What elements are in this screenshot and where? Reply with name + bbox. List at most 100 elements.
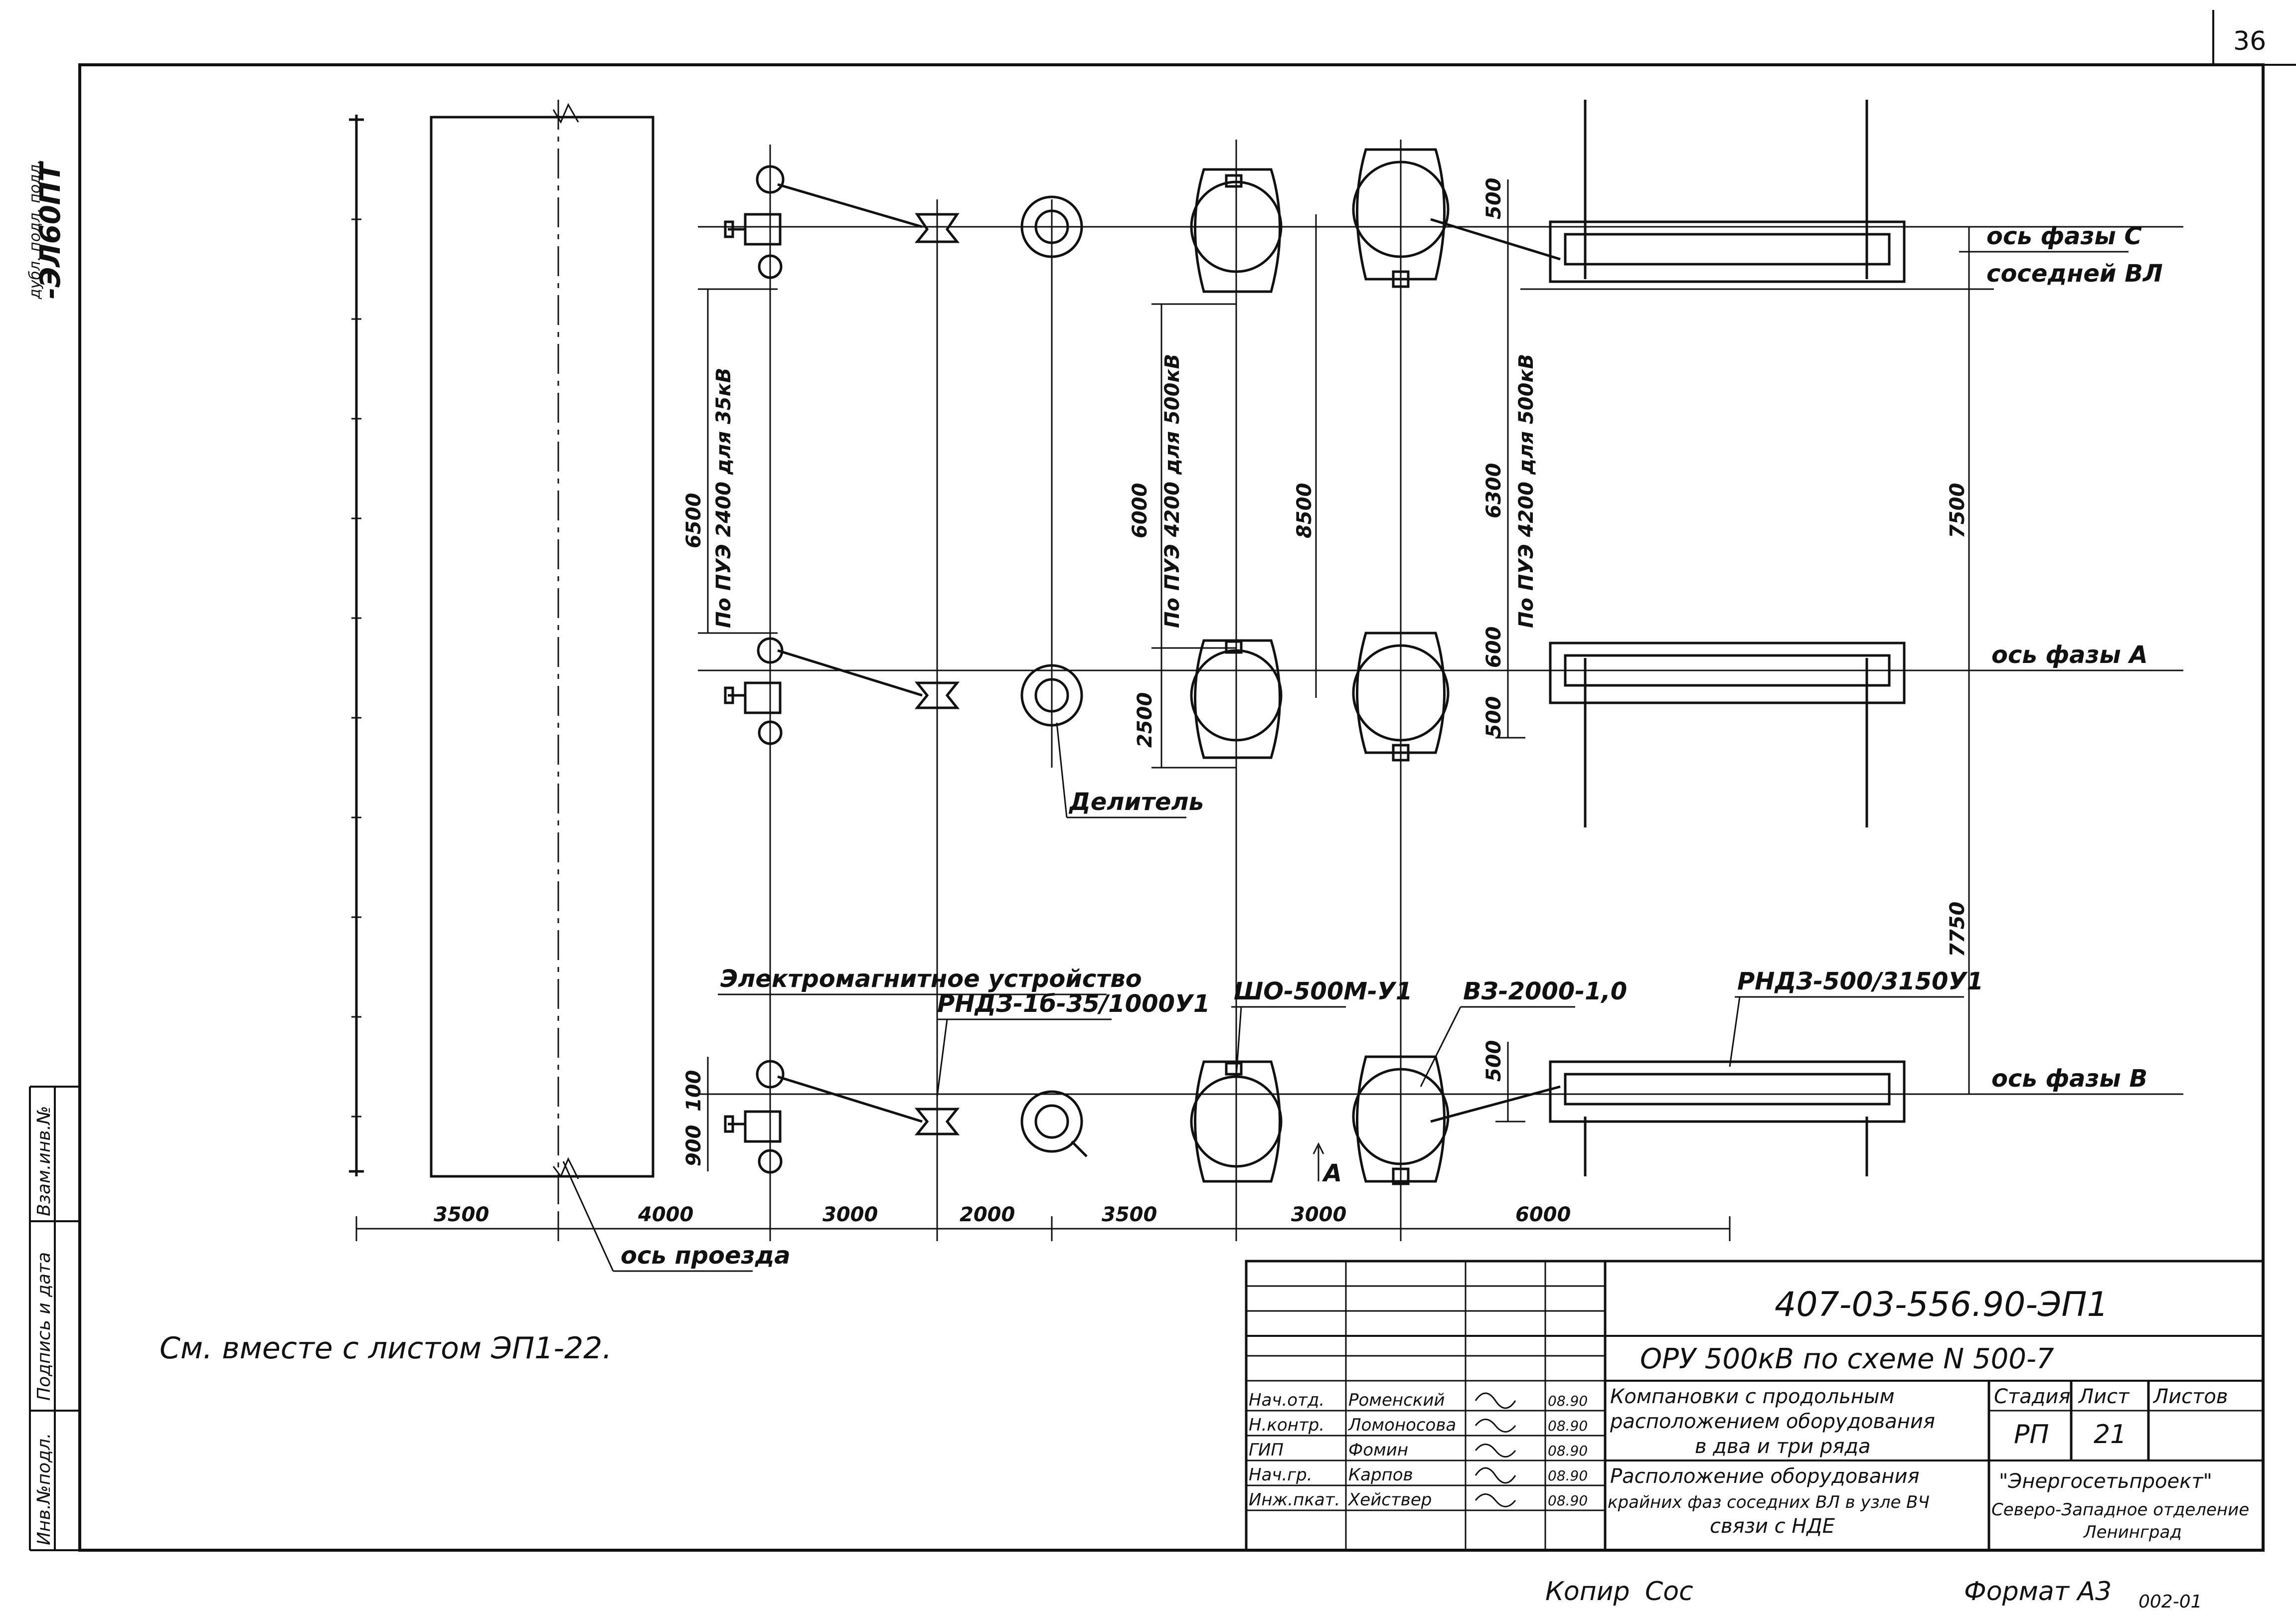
dim-3500-b: 3500 — [1102, 1203, 1157, 1226]
electromagnetic-device-a — [724, 637, 784, 745]
divider-c — [1020, 195, 1083, 258]
stamp-left: -ЭЛ60ПТ — [34, 161, 67, 299]
dim-600: 600 — [1482, 627, 1505, 668]
dim-500-a: 500 — [1482, 178, 1505, 220]
person-date: 08.90 — [1548, 1492, 1588, 1509]
label-phase-c-1: ось фазы С — [1986, 222, 2142, 250]
copy-label: Копир — [1545, 1577, 1630, 1607]
signature-rows: Нач.отд. Роменский 08.90 Н.контр. Ломоно… — [1249, 1390, 1588, 1510]
page-number: 36 — [2233, 26, 2266, 56]
person-name: Хействер — [1347, 1490, 1432, 1510]
label-os-proezda: ось проезда — [621, 1242, 791, 1270]
stage-value: РП — [2014, 1420, 2049, 1450]
barrier-sho-c — [1190, 168, 1283, 293]
label-phase-b: ось фазы В — [1991, 1065, 2147, 1093]
phase-axes — [698, 226, 2183, 1095]
label-view-a: А — [1321, 1159, 1342, 1187]
label-sho: ШО-500М-У1 — [1234, 977, 1412, 1005]
dim-7750: 7750 — [1946, 902, 1969, 957]
electromagnetic-device-c — [724, 165, 785, 279]
desc2-line3: связи с НДЕ — [1710, 1515, 1835, 1538]
dim-3000-b: 3000 — [1291, 1203, 1346, 1226]
electromagnetic-device-b — [724, 1060, 785, 1174]
disconnector-35-c — [914, 213, 960, 243]
stamp-left-small: дубл. подл. подл. — [26, 160, 44, 300]
dim-6000: 6000 — [1515, 1203, 1571, 1226]
disconnector-500-b — [1549, 1060, 1906, 1176]
signatures — [1475, 1392, 1516, 1507]
dim-900: 900 — [682, 1125, 705, 1167]
dim-8500: 8500 — [1293, 483, 1316, 538]
hf-choke-vz-a — [1352, 632, 1450, 762]
see-also-note: См. вместе с листом ЭП1-22. — [160, 1331, 612, 1366]
dim-pue-500-b: По ПУЭ 4200 для 500кВ — [1515, 354, 1538, 628]
label-delitel: Делитель — [1068, 788, 1204, 816]
dim-6300: 6300 — [1482, 463, 1505, 518]
divider-a — [1020, 664, 1083, 727]
side-col-podpis: Подпись и дата — [34, 1252, 54, 1401]
side-col-inv-podl: Инв.№подл. — [34, 1433, 54, 1545]
desc2-line1: Расположение оборудования — [1610, 1465, 1920, 1488]
dim-500-c: 500 — [1482, 1040, 1505, 1082]
desc1-line2: расположением оборудования — [1610, 1410, 1935, 1433]
dimension-lines — [355, 179, 1979, 1241]
side-col-vzam: Взам.инв.№ — [34, 1106, 54, 1216]
barrier-sho-a — [1190, 639, 1283, 759]
sheet-header: Лист — [2078, 1385, 2130, 1408]
person-role: Нач.отд. — [1249, 1390, 1324, 1410]
label-phase-c-2: соседней ВЛ — [1986, 260, 2163, 288]
person-name: Карпов — [1348, 1465, 1413, 1485]
person-role: Инж.пкат. — [1249, 1490, 1340, 1510]
stage-header: Стадия — [1994, 1385, 2070, 1408]
sheet-no-value: 21 — [2094, 1420, 2127, 1450]
org-line3: Ленинград — [2083, 1522, 2182, 1542]
dim-pue-35: По ПУЭ 2400 для 35кВ — [712, 368, 735, 628]
disconnector-500-a — [1549, 642, 1906, 827]
format-label: Формат А3 — [1964, 1577, 2112, 1607]
disconnector-500-c — [1549, 100, 1906, 283]
dim-3000-a: 3000 — [822, 1203, 878, 1226]
vertical-dimensions: 6500 По ПУЭ 2400 для 35кВ 6000 По ПУЭ 42… — [682, 178, 1969, 1167]
dim-2500: 2500 — [1134, 692, 1156, 748]
person-date: 08.90 — [1548, 1443, 1588, 1459]
person-date: 08.90 — [1548, 1393, 1588, 1409]
person-role: ГИП — [1249, 1440, 1284, 1460]
labels — [562, 251, 2129, 1272]
dim-500-b: 500 — [1482, 696, 1505, 738]
person-role: Нач.гр. — [1249, 1465, 1312, 1485]
divider-b — [1020, 1090, 1088, 1157]
road-area — [349, 100, 655, 1236]
desc1-line1: Компановки с продольным — [1610, 1385, 1895, 1408]
project-title: ОРУ 500кВ по схеме N 500-7 — [1640, 1343, 2054, 1375]
bottom-dimensions: 3500 4000 3000 2000 3500 3000 6000 — [434, 1203, 1571, 1226]
row-phase-a — [724, 632, 1906, 827]
desc2-line2: крайних фаз соседних ВЛ в узле ВЧ — [1608, 1492, 1930, 1512]
doc-code: 407-03-556.90-ЭП1 — [1775, 1285, 2109, 1324]
sheets-header: Листов — [2152, 1385, 2228, 1408]
dim-2000: 2000 — [960, 1203, 1015, 1226]
dim-4000: 4000 — [638, 1203, 693, 1226]
label-electromagnetic-device: Электромагнитное устройство — [720, 965, 1142, 993]
desc1-line3: в два и три ряда — [1695, 1435, 1870, 1458]
dim-6000-v: 6000 — [1129, 483, 1151, 538]
person-name: Роменский — [1348, 1390, 1445, 1410]
side-columns — [29, 1086, 80, 1551]
label-rnd-35: РНДЗ-1б-35/1000У1 — [937, 990, 1210, 1018]
row-phase-b — [724, 1055, 1906, 1185]
sheet-frame — [78, 10, 2296, 1552]
copy-sign: Сос — [1645, 1577, 1693, 1607]
format-tail: 002-01 — [2138, 1592, 2202, 1612]
person-name: Ломоносова — [1347, 1415, 1456, 1435]
hf-choke-vz-c — [1352, 148, 1450, 288]
org-line2: Северо-Западное отделение — [1991, 1500, 2249, 1520]
org-line1: "Энергосетьпроект" — [1999, 1470, 2212, 1493]
dim-100: 100 — [682, 1070, 705, 1112]
label-rnd-500: РНДЗ-500/3150У1 — [1737, 968, 1983, 995]
person-role: Н.контр. — [1249, 1415, 1324, 1435]
equipment-axes — [769, 140, 1402, 1236]
person-name: Фомин — [1348, 1440, 1408, 1460]
label-phase-a: ось фазы А — [1991, 641, 2148, 669]
dim-pue-500-a: По ПУЭ 4200 для 500кВ — [1161, 354, 1184, 628]
dim-6500: 6500 — [682, 493, 705, 548]
